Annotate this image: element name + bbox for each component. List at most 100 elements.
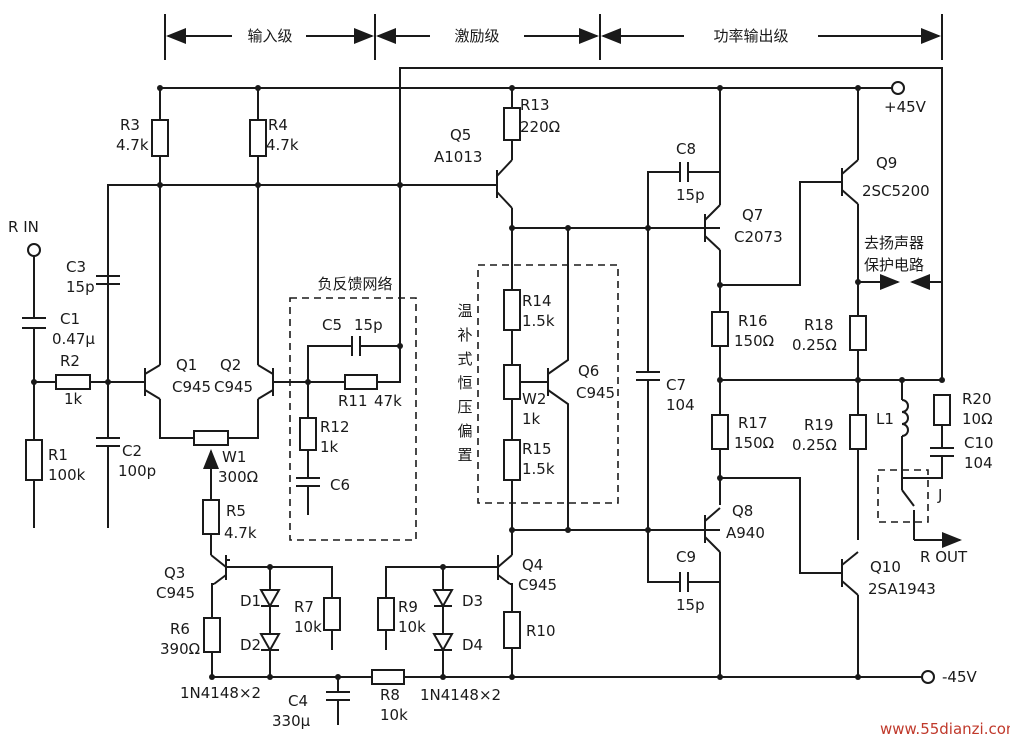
R14 [503,289,521,331]
R9-value: 10k [398,618,426,636]
R12-value: 1k [320,438,339,456]
R18-value: 0.25Ω [792,336,837,354]
R20-value: 10Ω [962,410,993,428]
R17 [711,414,729,450]
C8-ref: C8 [676,140,696,158]
Q7-ref: Q7 [742,206,763,224]
feedback-box [289,297,417,541]
Q5-ref: Q5 [450,126,471,144]
R8 [371,669,405,685]
C10-ref: C10 [964,434,994,452]
bias-label-6: 偏 [457,422,472,440]
Q2-type: C945 [214,378,253,396]
D1 [259,589,281,609]
section-driver-label: 激励级 [454,27,499,45]
R2-ref: R2 [60,352,80,370]
C4-ref: C4 [288,692,308,710]
R8-value: 10k [380,706,408,724]
R5 [202,499,220,535]
neg-rail-terminal [921,670,935,684]
Q9-ref: Q9 [876,154,897,172]
D2-ref: D2 [240,636,261,654]
Q3-type: C945 [156,584,195,602]
Q3-ref: Q3 [164,564,185,582]
W1-ref: W1 [222,448,246,466]
watermark: www.55dianzi.com [880,720,1010,738]
R6-ref: R6 [170,620,190,638]
C2-ref: C2 [122,442,142,460]
R4 [249,119,267,157]
R20-ref: R20 [962,390,992,408]
R10 [503,611,521,649]
R2-value: 1k [64,390,83,408]
R13-value: 220Ω [520,118,560,136]
feedback-network: 负反馈网络 [289,275,417,541]
R13 [503,107,521,141]
D1-ref: D1 [240,592,261,610]
C1-ref: C1 [60,310,80,328]
input-terminal [27,243,41,257]
R3-ref: R3 [120,116,140,134]
bias-label-4: 恒 [457,374,472,392]
R15-ref: R15 [522,440,552,458]
W1-value: 300Ω [218,468,258,486]
R1-value: 100k [48,466,86,484]
Q10-ref: Q10 [870,558,901,576]
D3 [432,589,454,609]
Q6-type: C945 [576,384,615,402]
R16-value: 150Ω [734,332,774,350]
R10-ref: R10 [526,622,556,640]
R19-value: 0.25Ω [792,436,837,454]
R1 [25,439,43,481]
Q1-ref: Q1 [176,356,197,374]
Q7-type: C2073 [734,228,783,246]
R20 [933,394,951,426]
pos-rail-terminal [891,81,905,95]
C5-value: 15p [354,316,383,334]
R19-ref: R19 [804,416,834,434]
C4-value: 330μ [272,712,311,730]
R1-ref: R1 [48,446,68,464]
R19 [849,414,867,450]
R3 [151,119,169,157]
W2-value: 1k [522,410,541,428]
C6-ref: C6 [330,476,350,494]
R18-ref: R18 [804,316,834,334]
junction-dots [31,85,945,680]
Q4-type: C945 [518,576,557,594]
Q1-type: C945 [172,378,211,396]
diodes-left-label: 1N4148×2 [180,684,261,702]
Q10-type: 2SA1943 [868,580,936,598]
bias-box [477,264,619,504]
C5-ref: C5 [322,316,342,334]
R16-ref: R16 [738,312,768,330]
R2 [55,374,91,390]
R16 [711,311,729,347]
C10-value: 104 [964,454,993,472]
R8-ref: R8 [380,686,400,704]
driver-stage: 温 补 式 恒 压 偏 置 [457,88,720,530]
C1-value: 0.47μ [52,330,95,348]
D2 [259,633,281,653]
relay-label: J [937,486,942,504]
R15-value: 1.5k [522,460,555,478]
section-input-label: 输入级 [247,27,292,45]
output-stage [636,88,962,677]
C3-value: 15p [66,278,95,296]
R11-ref: R11 [338,392,368,410]
D4-ref: D4 [462,636,483,654]
D3-ref: D3 [462,592,483,610]
R5-ref: R5 [226,502,246,520]
W1 [193,430,229,446]
Q8-ref: Q8 [732,502,753,520]
R3-value: 4.7k [116,136,149,154]
Q9-type: 2SC5200 [862,182,930,200]
D4 [432,633,454,653]
C2-value: 100p [118,462,156,480]
L1-ref: L1 [876,410,894,428]
Q4-ref: Q4 [522,556,543,574]
section-output-label: 功率输出级 [713,27,788,45]
R9-ref: R9 [398,598,418,616]
component-labels: R IN C3 15p C1 0.47μ R2 1k R1 100k C2 10… [8,96,994,730]
